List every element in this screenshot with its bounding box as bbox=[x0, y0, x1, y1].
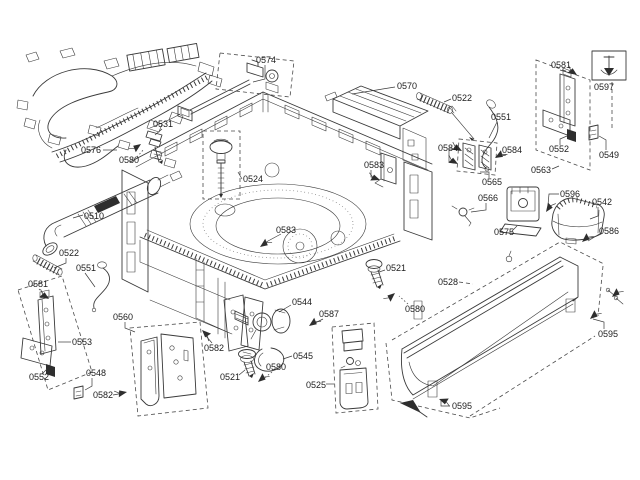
base-frame-drawing bbox=[121, 91, 433, 339]
clip-0549-drawing bbox=[588, 124, 599, 141]
bracket-0560-drawing bbox=[129, 321, 209, 417]
side-hinge-right-drawing bbox=[535, 59, 613, 171]
kick-panel-drawing bbox=[385, 241, 624, 419]
clamp-0545-drawing bbox=[254, 347, 285, 372]
float-screw-drawing bbox=[202, 130, 241, 200]
bracket-0583-drawing bbox=[374, 152, 397, 188]
latch-box-drawing bbox=[456, 138, 498, 176]
screw-0521-right-drawing bbox=[365, 259, 384, 289]
holder-0525-drawing bbox=[331, 322, 379, 414]
leader-lines bbox=[38, 65, 607, 407]
wiring-harness-drawing bbox=[16, 43, 223, 169]
screw-0531-drawing bbox=[145, 130, 163, 164]
spring-pin-drawing bbox=[416, 92, 475, 141]
cover-0542-drawing bbox=[551, 197, 605, 245]
clip-0566-drawing bbox=[451, 205, 475, 227]
junction-tube-drawing bbox=[177, 52, 295, 122]
drain-hose-drawing bbox=[42, 170, 183, 256]
clip-0548-drawing bbox=[73, 385, 84, 400]
side-hinge-left-drawing bbox=[17, 275, 93, 391]
sensor-cable-drawing bbox=[481, 99, 499, 172]
cable-0551-left-drawing bbox=[91, 261, 110, 313]
bracket-0575-drawing bbox=[499, 186, 542, 237]
screw-insert-icon bbox=[591, 50, 627, 81]
screw-0521-bottom-drawing bbox=[238, 349, 256, 378]
control-module-drawing bbox=[324, 85, 429, 171]
spring-0522-left-drawing bbox=[32, 254, 63, 276]
